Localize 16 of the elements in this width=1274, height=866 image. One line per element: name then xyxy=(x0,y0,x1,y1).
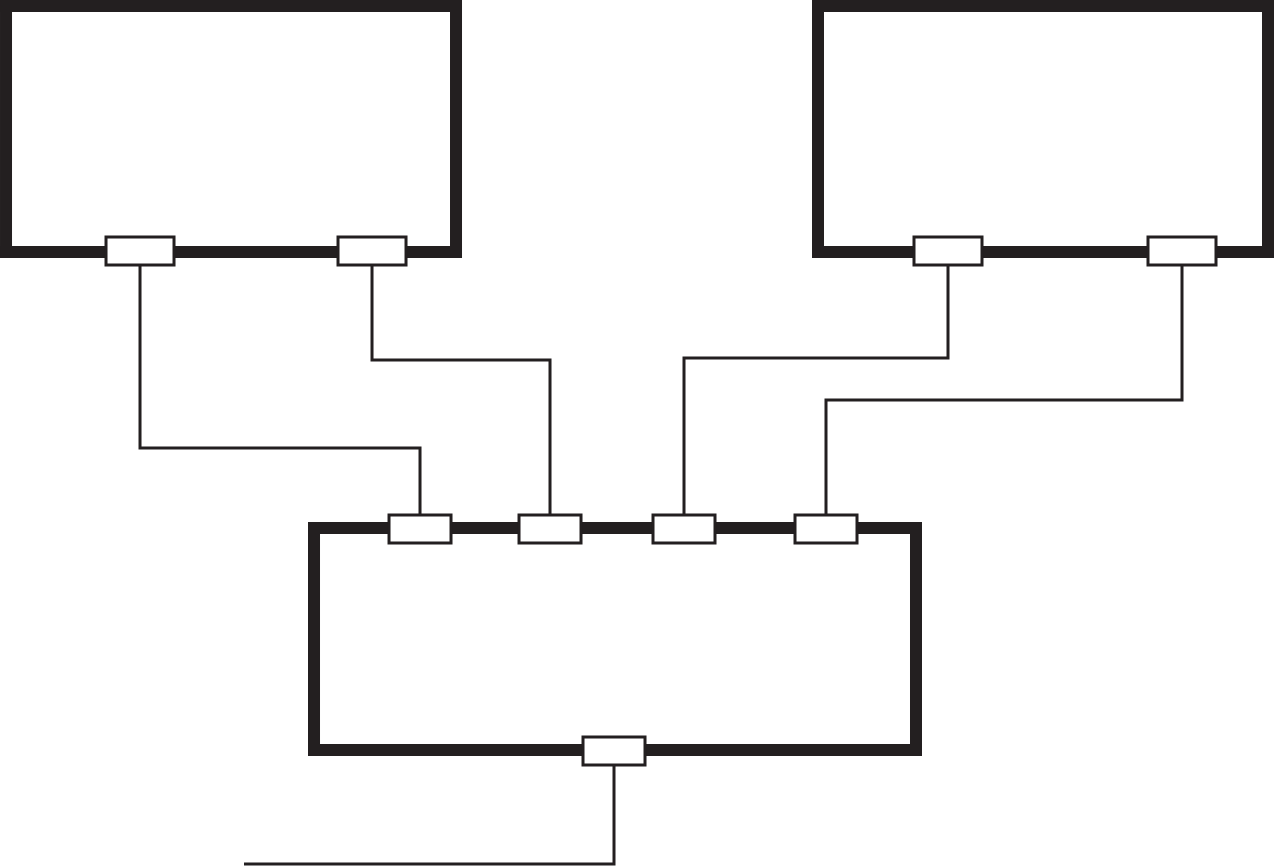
connector-line xyxy=(138,265,422,515)
port-box xyxy=(793,513,859,545)
port-box xyxy=(387,513,453,545)
port-box xyxy=(912,235,984,267)
block-box xyxy=(812,0,1274,258)
connector-line xyxy=(370,265,552,515)
connector-line xyxy=(682,265,950,515)
port-box xyxy=(1146,235,1218,267)
connector-line xyxy=(824,265,1184,515)
port-box xyxy=(581,735,647,767)
block-box xyxy=(0,0,462,258)
port-box xyxy=(651,513,717,545)
connector-line xyxy=(244,765,616,866)
port-box xyxy=(104,235,176,267)
port-box xyxy=(517,513,583,545)
port-box xyxy=(336,235,408,267)
